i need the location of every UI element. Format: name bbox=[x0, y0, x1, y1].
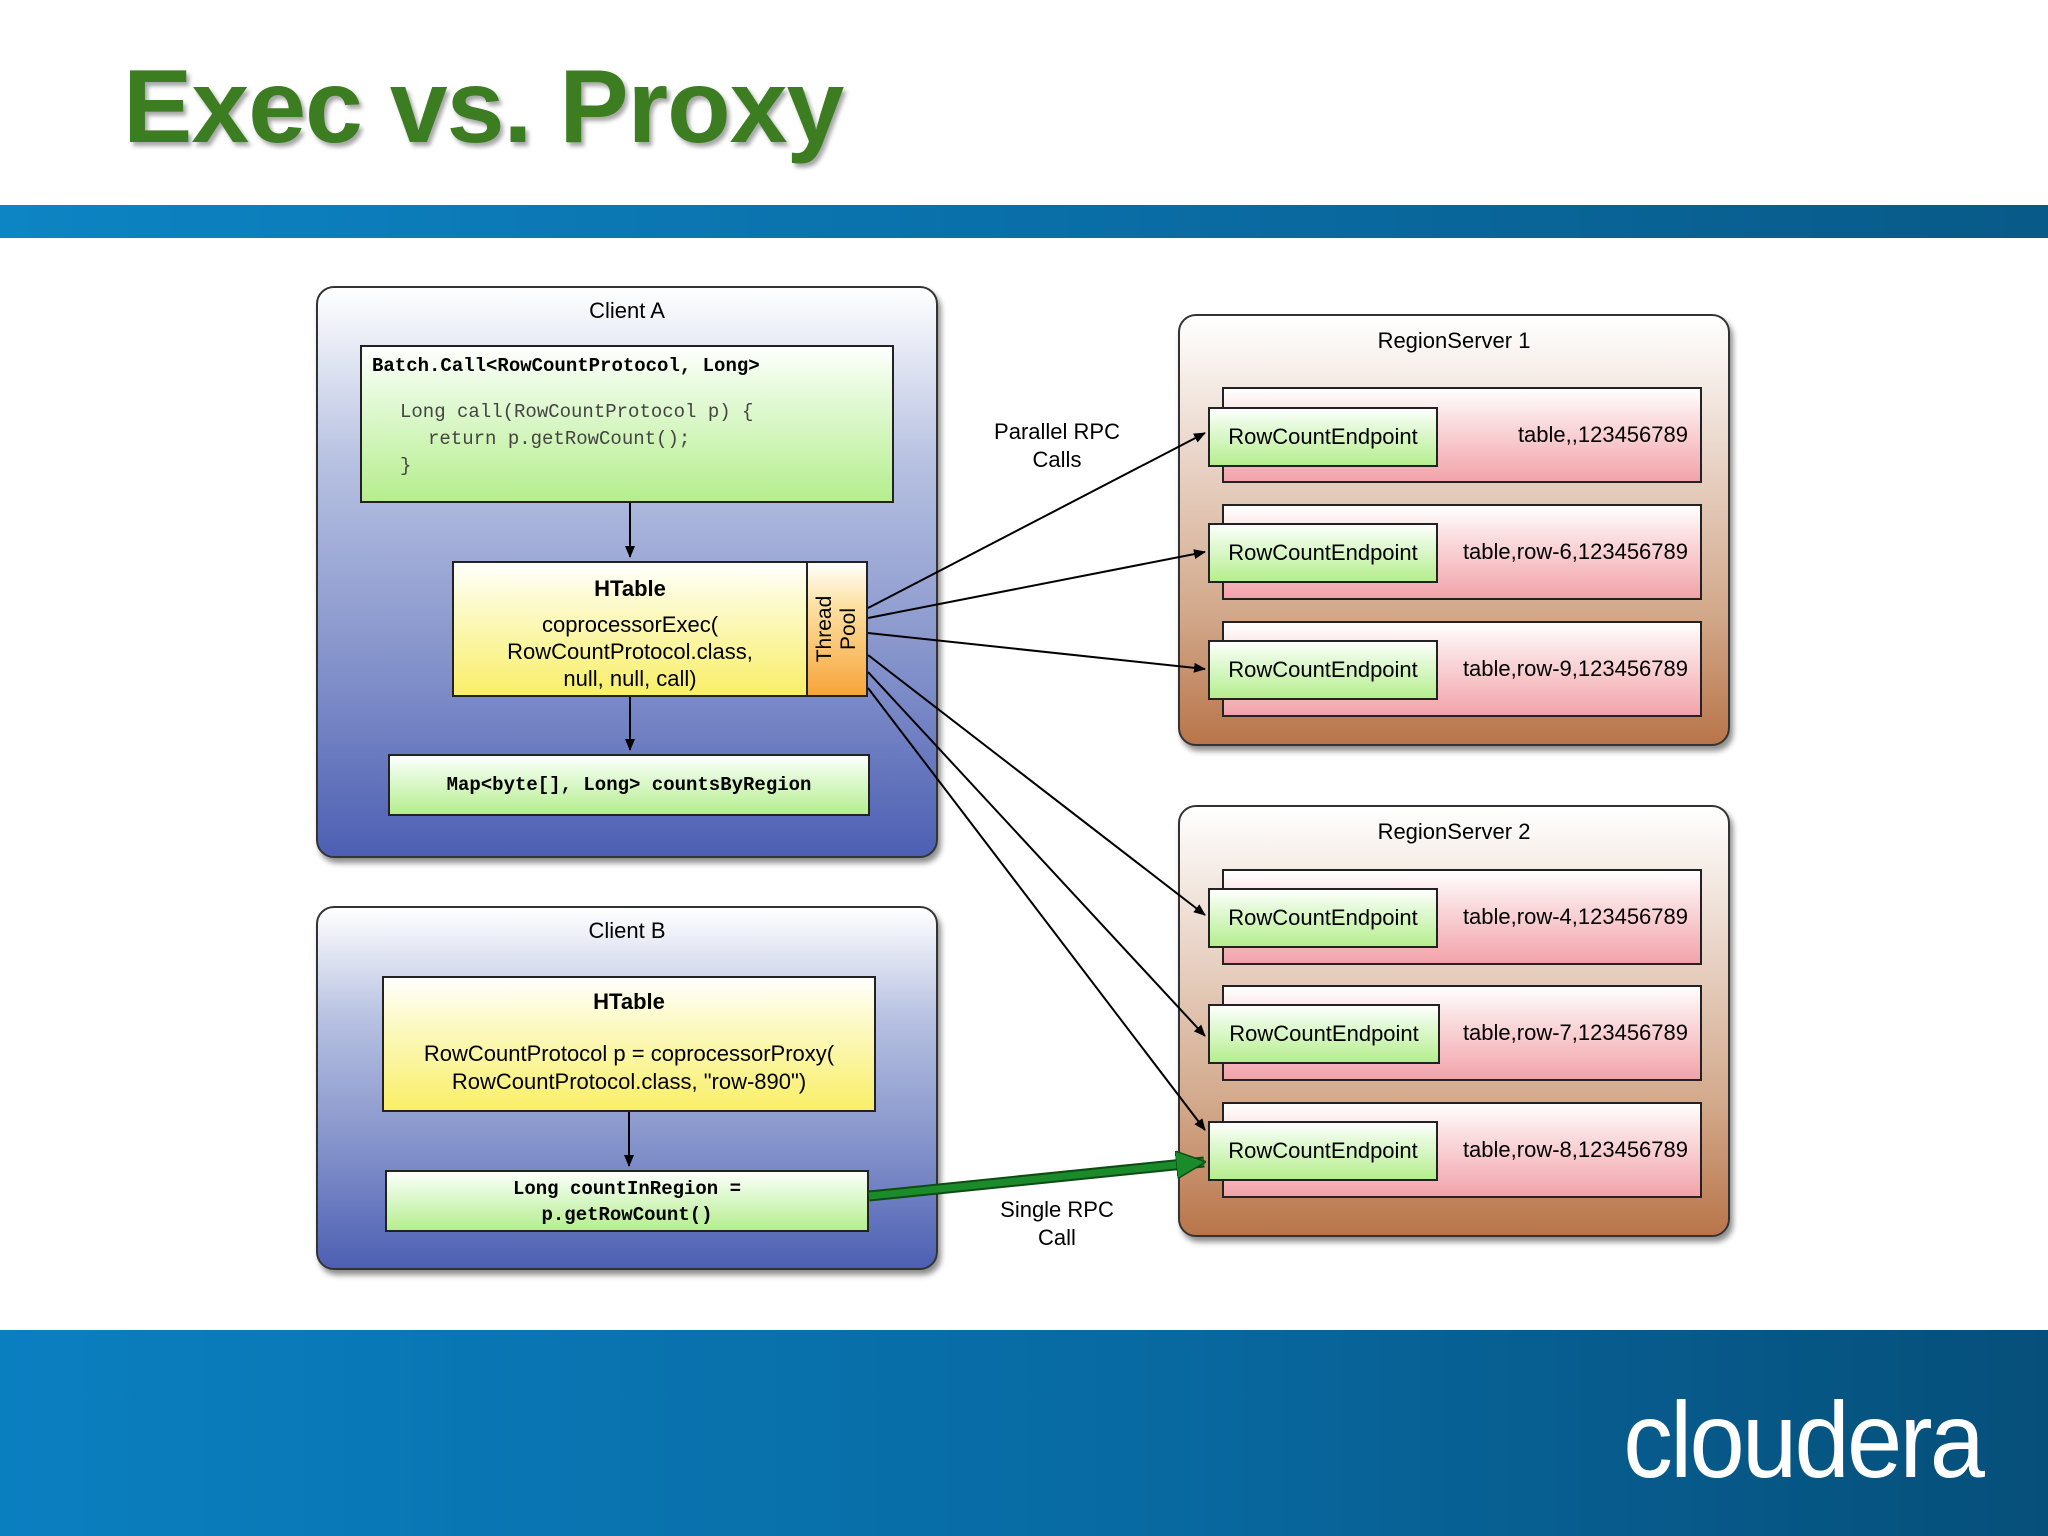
cloudera-logo: cloudera bbox=[1622, 1379, 1985, 1500]
client-a-htable-line-1: coprocessorExec( bbox=[541, 612, 719, 637]
batch-call-header: Batch.Call<RowCountProtocol, Long> bbox=[372, 355, 760, 377]
batch-call-line-1: Long call(RowCountProtocol p) { bbox=[400, 401, 754, 423]
region-server-2-label: RegionServer 2 bbox=[1377, 819, 1531, 844]
region-key: table,row-4,123456789 bbox=[1462, 904, 1688, 929]
parallel-rpc-arrow bbox=[867, 432, 1206, 609]
counts-by-region-box: Map<byte[], Long> countsByRegion bbox=[388, 754, 870, 816]
row-count-endpoint: RowCountEndpoint bbox=[1208, 640, 1438, 700]
client-b-htable-line-1: RowCountProtocol p = coprocessorProxy( bbox=[423, 1041, 835, 1066]
client-a-htable-title: HTable bbox=[594, 576, 666, 601]
thread-pool-box: Thread Pool bbox=[806, 561, 868, 697]
row-count-endpoint: RowCountEndpoint bbox=[1208, 1004, 1440, 1064]
client-b-htable-box: HTable RowCountProtocol p = coprocessorP… bbox=[382, 976, 876, 1112]
region-key: table,,123456789 bbox=[1517, 422, 1688, 447]
slide-title: Exec vs. Proxy bbox=[123, 49, 844, 165]
row-count-endpoint: RowCountEndpoint bbox=[1208, 888, 1438, 948]
batch-call-line-2: return p.getRowCount(); bbox=[428, 428, 691, 450]
batch-call-line-3: } bbox=[400, 455, 412, 477]
region-key: table,row-9,123456789 bbox=[1462, 656, 1688, 681]
count-in-region-line-2: p.getRowCount() bbox=[541, 1204, 713, 1226]
client-b-htable-line-2: RowCountProtocol.class, "row-890") bbox=[451, 1069, 807, 1094]
row-count-endpoint: RowCountEndpoint bbox=[1208, 1121, 1438, 1181]
region-row: table,row-7,123456789 bbox=[1222, 985, 1702, 1081]
parallel-rpc-label: Parallel RPC Calls bbox=[994, 419, 1120, 472]
client-a-htable-line-3: null, null, call) bbox=[563, 666, 697, 691]
region-key: table,row-6,123456789 bbox=[1462, 539, 1688, 564]
region-key: table,row-7,123456789 bbox=[1462, 1020, 1688, 1045]
footer-band bbox=[0, 1330, 2048, 1536]
region-key: table,row-8,123456789 bbox=[1462, 1137, 1688, 1162]
client-a-label: Client A bbox=[589, 298, 665, 323]
parallel-rpc-arrow bbox=[867, 687, 1206, 1131]
row-count-endpoint: RowCountEndpoint bbox=[1208, 523, 1438, 583]
client-a-htable-line-2: RowCountProtocol.class, bbox=[507, 639, 753, 664]
client-b-htable-title: HTable bbox=[593, 989, 665, 1014]
parallel-rpc-arrow bbox=[867, 654, 1206, 916]
region-server-1-label: RegionServer 1 bbox=[1377, 328, 1531, 353]
row-count-endpoint: RowCountEndpoint bbox=[1208, 407, 1438, 467]
parallel-rpc-arrow bbox=[867, 632, 1206, 673]
client-a-htable-box: HTable coprocessorExec( RowCountProtocol… bbox=[452, 561, 808, 697]
client-b-label: Client B bbox=[588, 918, 666, 943]
single-rpc-label: Single RPC Call bbox=[1000, 1197, 1114, 1250]
count-in-region-line-1: Long countInRegion = bbox=[512, 1178, 742, 1200]
batch-call-box: Batch.Call<RowCountProtocol, Long> Long … bbox=[360, 345, 894, 503]
parallel-rpc-arrow bbox=[867, 671, 1206, 1037]
count-in-region-box: Long countInRegion = p.getRowCount() bbox=[385, 1170, 869, 1232]
parallel-rpc-arrow bbox=[867, 549, 1206, 619]
header-band bbox=[0, 205, 2048, 238]
